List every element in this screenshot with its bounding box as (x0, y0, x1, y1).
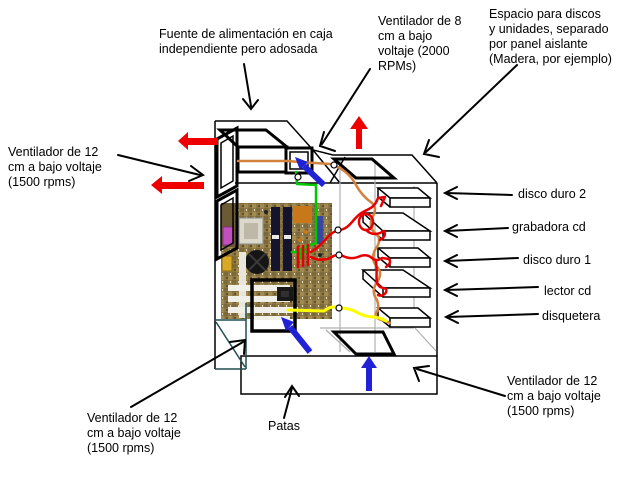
label-fan-12cm-bottom-left: Ventilador de 12 cm a bajo voltaje (1500… (87, 411, 181, 455)
motherboard (221, 203, 332, 320)
wires (236, 159, 392, 325)
bottom-fan-mount-outline (250, 278, 297, 333)
arrow-lector-cd (442, 283, 539, 297)
arrow-fan12-left (117, 154, 205, 182)
arrow-fan12-bottom-right (412, 365, 506, 397)
psu-box (216, 128, 289, 174)
arrow-disco-duro-1 (442, 254, 519, 268)
pci-slot (228, 296, 290, 302)
label-grabadora-cd: grabadora cd (512, 220, 586, 234)
label-fan-12cm-left: Ventilador de 12 cm a bajo voltaje (1500… (8, 145, 102, 189)
wire-orange (236, 159, 392, 325)
left-fan-grills (215, 125, 239, 262)
airflow-in-arrows (281, 157, 377, 391)
label-disk-space: Espacio para discos y unidades, separado… (489, 7, 612, 66)
blue-arrow-mobo-fan (281, 317, 313, 354)
label-disco-duro-1: disco duro 1 (523, 253, 592, 267)
arrow-patas (283, 384, 300, 419)
arrow-fan12-bottom-left (130, 338, 247, 408)
bottom-left-corner-box (215, 303, 247, 370)
mobo-port-magenta (222, 226, 234, 246)
arrow-grabadora-cd (442, 224, 509, 238)
mobo-port-yellow (221, 255, 233, 272)
red-arrow-up-top (350, 116, 368, 149)
blue-arrow-bottom (361, 356, 377, 391)
shelf-disquetera (375, 307, 433, 328)
red-arrow-left-top (178, 132, 218, 150)
pci-slot (228, 285, 290, 291)
label-disco-duro-2: disco duro 2 (518, 187, 587, 201)
annotation-arrows (117, 63, 539, 419)
wire-red (296, 195, 392, 297)
tower-top-vent (329, 157, 399, 180)
label-fan-12cm-bottom-right: Ventilador de 12 cm a bajo voltaje (1500… (507, 374, 601, 418)
label-feet: Patas (268, 419, 300, 433)
mobo-blue-slot (315, 216, 323, 244)
arrow-disk-space (422, 64, 518, 158)
label-fan-8cm: Ventilador de 8 cm a bajo voltaje (2000 … (378, 14, 462, 73)
base-feet-box (240, 355, 438, 395)
pci-slot (228, 307, 298, 313)
shelf-grabadora-cd (361, 212, 433, 241)
mobo-orange-block (293, 206, 312, 223)
drive-shelves (361, 187, 433, 328)
wire-yellow (286, 305, 388, 323)
label-psu: Fuente de alimentación en caja independi… (159, 27, 333, 56)
label-disquetera: disquetera (542, 309, 601, 323)
floor-fan-opening (330, 330, 397, 356)
case-wireframe (214, 120, 438, 369)
airflow-out-arrows (151, 116, 368, 194)
arrow-disquetera (443, 310, 539, 324)
panel-holes (294, 161, 343, 312)
arrow-disco-duro-2 (442, 186, 513, 200)
arrow-psu (242, 63, 259, 111)
label-lector-cd: lector cd (544, 284, 592, 298)
shelf-disco-duro-2 (375, 187, 433, 208)
red-arrow-left-bottom (151, 176, 204, 194)
blue-arrow-8cm-fan (295, 157, 327, 188)
arrow-fan8 (318, 68, 371, 152)
